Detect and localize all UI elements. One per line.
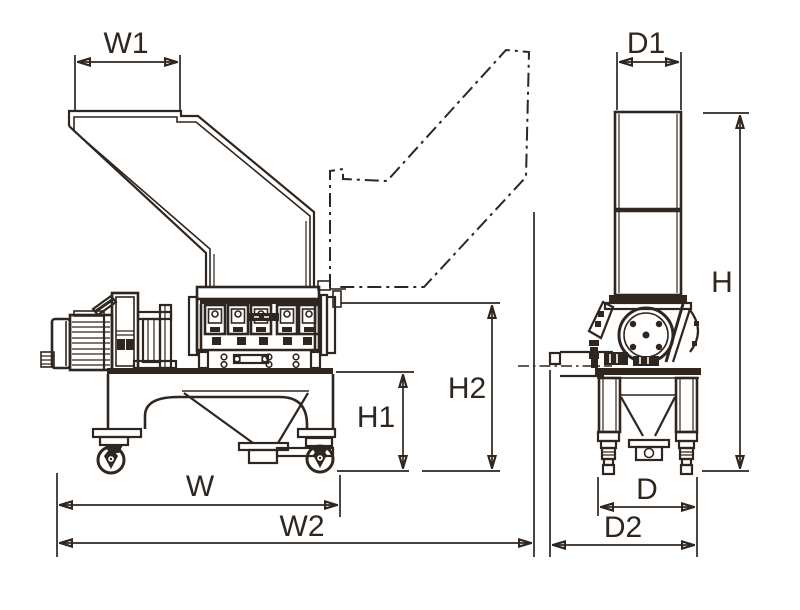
dim-label-h1: H1	[356, 401, 396, 434]
latch	[275, 303, 299, 336]
side-view	[518, 110, 701, 476]
screw-foot-right	[674, 430, 699, 476]
front-view	[40, 48, 531, 475]
caster-rail	[275, 446, 335, 458]
screw-foot-left	[596, 430, 621, 476]
mount-row	[197, 350, 322, 370]
casters	[96, 435, 335, 475]
dim-label-h: H	[711, 266, 733, 299]
dim-d1	[616, 52, 682, 110]
latch	[297, 303, 321, 336]
belt-drive	[110, 291, 178, 372]
dim-label-d: D	[636, 473, 658, 506]
latch	[226, 303, 250, 336]
caster-right	[304, 436, 335, 474]
dim-w	[56, 473, 341, 557]
discharge-funnel-side	[620, 394, 676, 462]
dim-label-w1: W1	[103, 27, 149, 60]
base-stand	[91, 368, 337, 465]
base-stand-side	[595, 368, 701, 476]
dim-h1	[336, 371, 414, 472]
feed-hopper-open-phantom	[329, 48, 531, 288]
dimension-lines	[56, 52, 749, 557]
head-brackets	[587, 300, 700, 368]
motor	[40, 294, 118, 372]
dim-h2	[341, 302, 500, 472]
caster-left	[96, 435, 130, 475]
dim-d	[597, 477, 698, 557]
dim-label-w: W	[185, 470, 215, 503]
latch-row	[203, 303, 321, 345]
latch	[203, 303, 227, 336]
dim-label-h2: H2	[447, 372, 487, 405]
dim-w2	[60, 212, 535, 557]
discharge-funnel	[182, 390, 309, 465]
feed-hopper-closed	[67, 109, 316, 288]
dim-label-w2: W2	[279, 510, 325, 543]
dim-label-d2: D2	[603, 511, 643, 544]
dim-d2	[549, 370, 694, 557]
dim-w1	[74, 55, 181, 110]
hopper-column	[603, 110, 693, 311]
dim-h	[702, 112, 749, 472]
cutting-chamber	[187, 280, 346, 370]
dim-label-d1: D1	[626, 27, 666, 60]
